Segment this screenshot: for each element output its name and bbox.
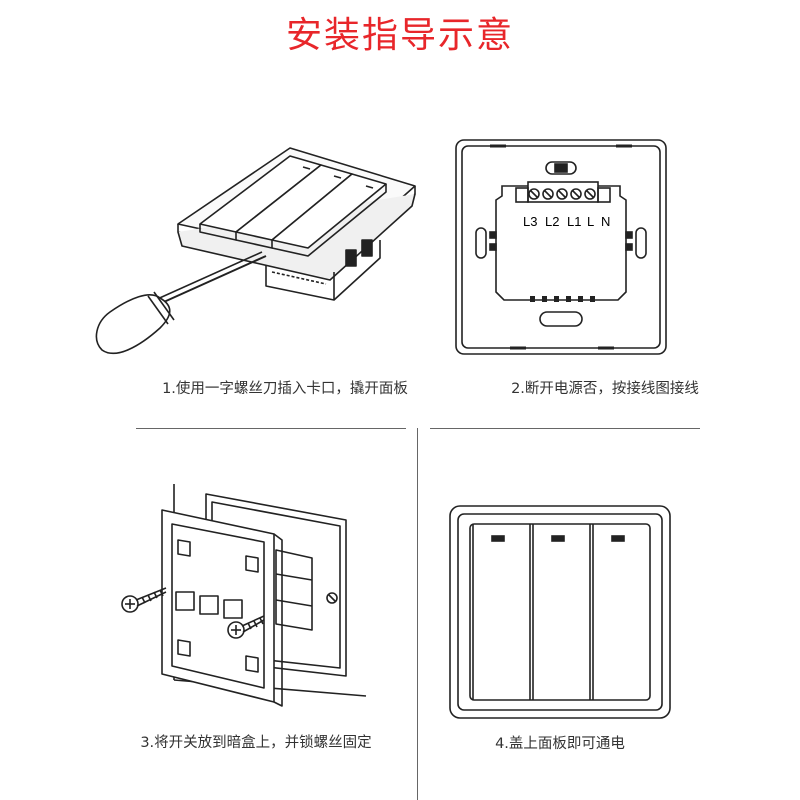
step-2-caption: 2.断开电源否，按接线图接线 (511, 381, 699, 397)
terminal-label-N: N (601, 214, 611, 229)
step-4-caption: 4.盖上面板即可通电 (495, 736, 625, 752)
step-2-panel: L3 L2 L1 L N 2.断开电源否，按接线图接线 (410, 136, 800, 410)
step-3-illustration (121, 484, 367, 707)
step-3-caption: 3.将开关放到暗盒上，并锁螺丝固定 (140, 735, 372, 751)
step-4-illustration (449, 505, 671, 719)
page-title: 安装指导示意 (285, 15, 514, 56)
step-4-panel: 4.盖上面板即可通电 (430, 500, 800, 755)
step-1-panel: 1.使用一字螺丝刀插入卡口，撬开面板 (90, 140, 480, 410)
vertical-divider (417, 428, 418, 800)
terminal-label-L2: L2 (545, 214, 560, 229)
terminal-label-L: L (587, 214, 595, 229)
terminal-label-L3: L3 (523, 214, 538, 229)
step-1-illustration (95, 147, 416, 355)
step-3-panel: 3.将开关放到暗盒上，并锁螺丝固定 (96, 480, 486, 755)
horizontal-divider-right (430, 428, 700, 429)
terminal-label-L1: L1 (567, 214, 582, 229)
step-1-caption: 1.使用一字螺丝刀插入卡口，撬开面板 (162, 381, 408, 397)
step-2-illustration (455, 139, 667, 355)
horizontal-divider-left (136, 428, 406, 429)
